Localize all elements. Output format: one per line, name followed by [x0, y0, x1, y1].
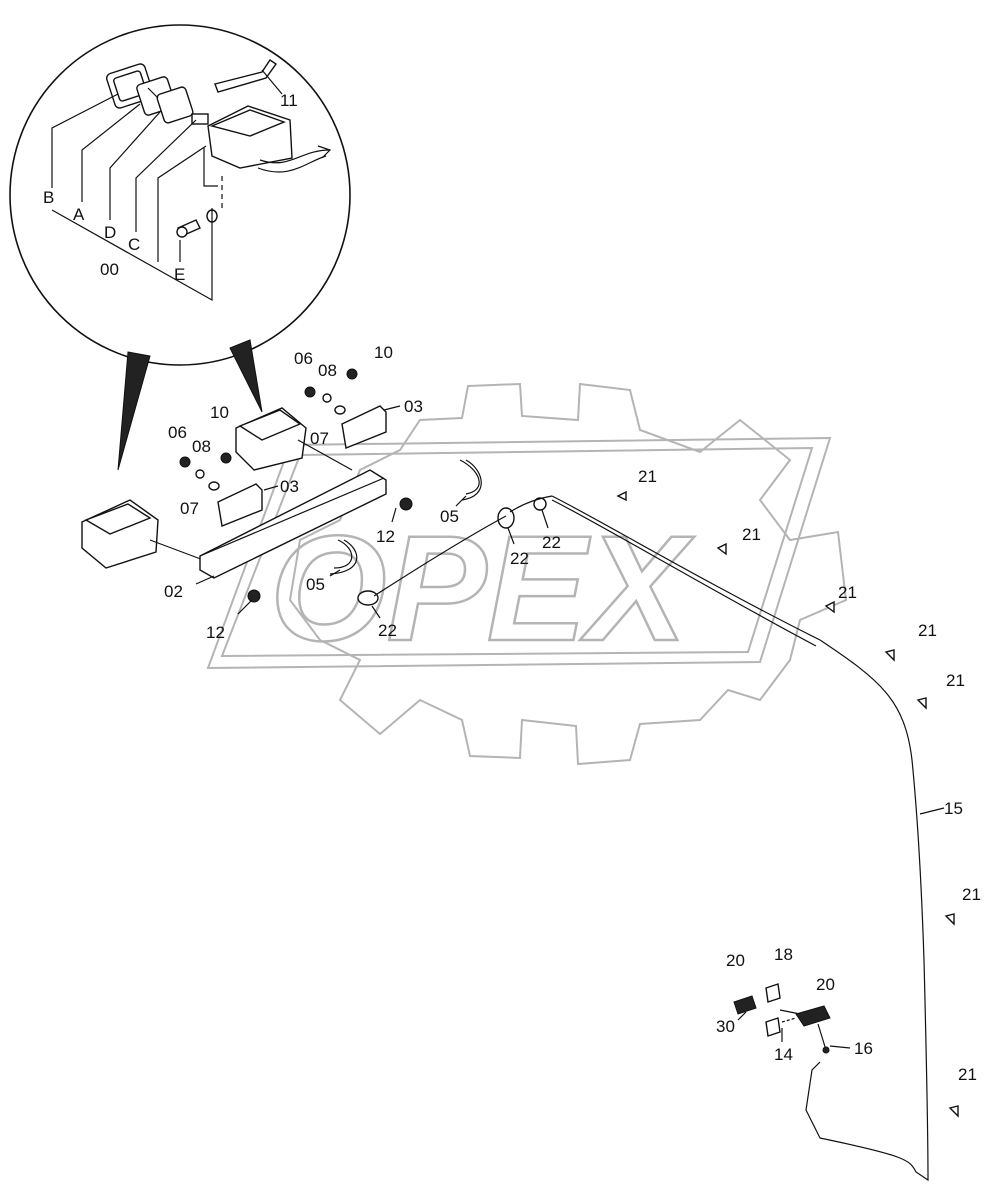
grommet-05a-icon	[459, 459, 480, 495]
clip-21d-icon	[884, 649, 895, 662]
bolt-12a-icon	[399, 497, 413, 511]
detail-label-b: B	[43, 188, 54, 207]
clip-21e-icon	[916, 697, 927, 710]
label-15: 15	[944, 799, 963, 818]
label-03b: 03	[404, 397, 423, 416]
label-30: 30	[716, 1017, 735, 1036]
detail-label-11: 11	[280, 91, 298, 110]
watermark-text: OPEX	[270, 504, 695, 672]
callout-leaders	[195, 405, 945, 1049]
label-22b: 22	[378, 621, 397, 640]
label-10b: 10	[374, 343, 393, 362]
label-12b: 12	[206, 623, 225, 642]
pointer-cone-left	[117, 351, 151, 471]
label-21b: 21	[742, 525, 761, 544]
label-07a: 07	[180, 499, 199, 518]
detail-label-a: A	[73, 205, 85, 224]
label-08b: 08	[318, 361, 337, 380]
harness-15-icon	[551, 495, 929, 1182]
label-05b: 05	[306, 575, 325, 594]
label-21g: 21	[958, 1065, 977, 1084]
label-16: 16	[854, 1039, 873, 1058]
label-21a: 21	[638, 467, 657, 486]
detail-leaders	[51, 93, 213, 302]
lens-frames-icon	[106, 63, 194, 124]
bolt-10a-icon	[220, 452, 232, 464]
bolt-10b-icon	[346, 368, 358, 380]
detail-label-e: E	[174, 265, 185, 284]
label-05a: 05	[440, 507, 459, 526]
detail-label-c: C	[128, 235, 140, 254]
pointer-cone-right	[229, 339, 263, 413]
label-21e: 21	[946, 671, 965, 690]
detail-view: B A D 00 C E 11	[9, 24, 351, 471]
label-14: 14	[774, 1045, 793, 1064]
label-12a: 12	[376, 527, 395, 546]
clip-21a-icon	[616, 490, 627, 502]
clip-21b-icon	[716, 542, 727, 556]
bolt-12b-icon	[247, 589, 261, 603]
clamp-22a-icon	[497, 507, 515, 529]
callout-labels: 06 08 10 03 07 06 08 10 03 07 12 12 02 0…	[164, 343, 981, 1084]
label-06a: 06	[168, 423, 187, 442]
label-10a: 10	[210, 403, 229, 422]
nut-06b-icon	[304, 386, 316, 398]
bracket-03a-icon	[217, 483, 263, 527]
label-07b: 07	[310, 429, 329, 448]
grommet-05b-icon	[333, 539, 353, 569]
detail-label-00: 00	[100, 260, 119, 279]
label-03a: 03	[280, 477, 299, 496]
nut-06a-icon	[179, 456, 191, 468]
bracket-11-icon	[214, 59, 277, 93]
right-lamp-icon	[235, 407, 353, 471]
clamp-22b-icon	[357, 590, 379, 606]
label-20a: 20	[726, 951, 745, 970]
washer-07b-icon	[334, 405, 346, 415]
opex-watermark: OPEX	[206, 382, 848, 766]
label-21f: 21	[962, 885, 981, 904]
label-21c: 21	[838, 583, 857, 602]
label-08a: 08	[192, 437, 211, 456]
washer-07a-icon	[208, 481, 220, 491]
label-18: 18	[774, 945, 793, 964]
bolt-e-icon	[176, 176, 223, 238]
bracket-03b-icon	[341, 405, 387, 449]
label-21d: 21	[918, 621, 937, 640]
detail-label-d: D	[104, 223, 116, 242]
lamp-body-icon	[191, 105, 332, 187]
clamp-22c-icon	[533, 497, 547, 511]
clip-21c-icon	[824, 600, 835, 614]
label-20b: 20	[816, 975, 835, 994]
clip-21g-icon	[948, 1105, 959, 1118]
switch-cluster-icon	[733, 983, 831, 1054]
label-06b: 06	[294, 349, 313, 368]
lamp-assembly	[81, 368, 959, 1182]
washer-08a-icon	[195, 469, 205, 479]
clip-21f-icon	[944, 913, 955, 926]
label-02: 02	[164, 582, 183, 601]
label-22c: 22	[542, 533, 561, 552]
washer-08b-icon	[322, 393, 332, 403]
label-22a: 22	[510, 549, 529, 568]
left-lamp-icon	[81, 499, 231, 571]
